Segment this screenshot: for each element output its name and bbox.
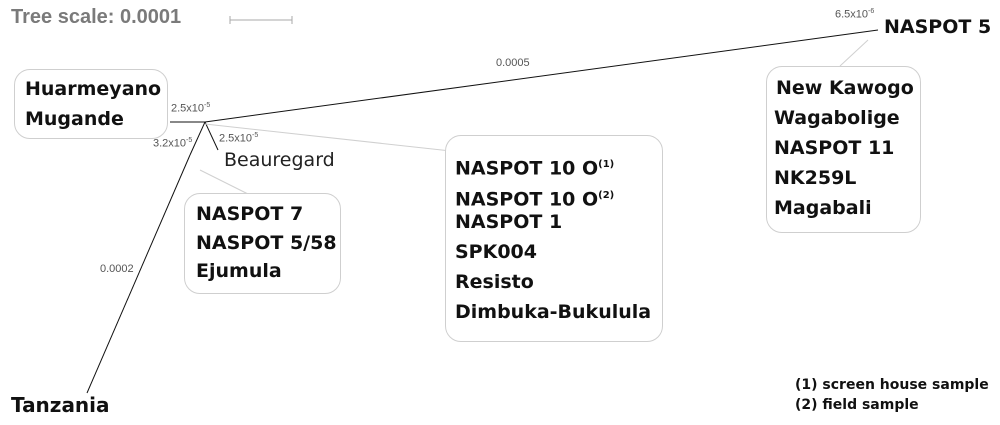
leaf-huarmeyano: Huarmeyano [25, 78, 162, 100]
connector-naspot7 [199, 169, 251, 196]
leaf-naspot10o-2: NASPOT 10 O(2) [455, 188, 615, 211]
leaf-naspot11: NASPOT 11 [774, 137, 895, 159]
branch-naspot5 [204, 29, 879, 123]
leaf-new-kawogo: New Kawogo [776, 77, 914, 99]
group-box-kawogo: New Kawogo Wagabolige NASPOT 11 NK259L M… [766, 66, 921, 233]
branch-length-huarmeyano: 2.5x10-5 [171, 102, 211, 115]
branch-length-beauregard: 2.5x10-5 [219, 132, 259, 145]
leaf-naspot10o-1: NASPOT 10 O(1) [455, 157, 615, 180]
leaf-magabali: Magabali [774, 197, 872, 219]
leaf-ejumula: Ejumula [196, 260, 282, 282]
leaf-wagabolige: Wagabolige [774, 107, 900, 129]
branch-length-naspot5: 0.0005 [496, 57, 530, 69]
leaf-resisto: Resisto [455, 271, 534, 293]
leaf-naspot5-58: NASPOT 5/58 [196, 232, 337, 254]
leaf-tanzania: Tanzania [11, 393, 110, 417]
branch-internal [189, 121, 206, 156]
connector-naspot10 [204, 123, 461, 153]
group-box-huarmeyano: Huarmeyano Mugande [14, 69, 168, 139]
tree-scale-label: Tree scale: 0.0001 [11, 6, 182, 28]
leaf-mugande: Mugande [25, 108, 124, 130]
leaf-nk259l: NK259L [774, 167, 857, 189]
legend-field-sample: (2) field sample [795, 397, 919, 413]
group-box-naspot7: NASPOT 7 NASPOT 5/58 Ejumula [184, 193, 341, 294]
leaf-dimbuka-bukulula: Dimbuka-Bukulula [455, 301, 652, 323]
group-box-naspot10: NASPOT 10 O(1) NASPOT 10 O(2) NASPOT 1 S… [445, 135, 663, 342]
leaf-naspot1: NASPOT 1 [455, 211, 563, 233]
leaf-beauregard: Beauregard [224, 149, 335, 171]
connector-kawogo [839, 39, 869, 67]
branch-beauregard [204, 121, 219, 151]
leaf-spk004: SPK004 [455, 241, 537, 263]
leaf-naspot5: NASPOT 5 [884, 16, 992, 38]
branch-tanzania [86, 154, 191, 394]
branch-length-naspot5-terminal: 6.5x10-6 [835, 8, 875, 21]
branch-length-tanzania: 0.0002 [100, 263, 134, 275]
leaf-naspot7: NASPOT 7 [196, 203, 304, 225]
branch-length-internal: 3.2x10-5 [153, 137, 193, 150]
legend-screen-house: (1) screen house sample [795, 377, 989, 393]
